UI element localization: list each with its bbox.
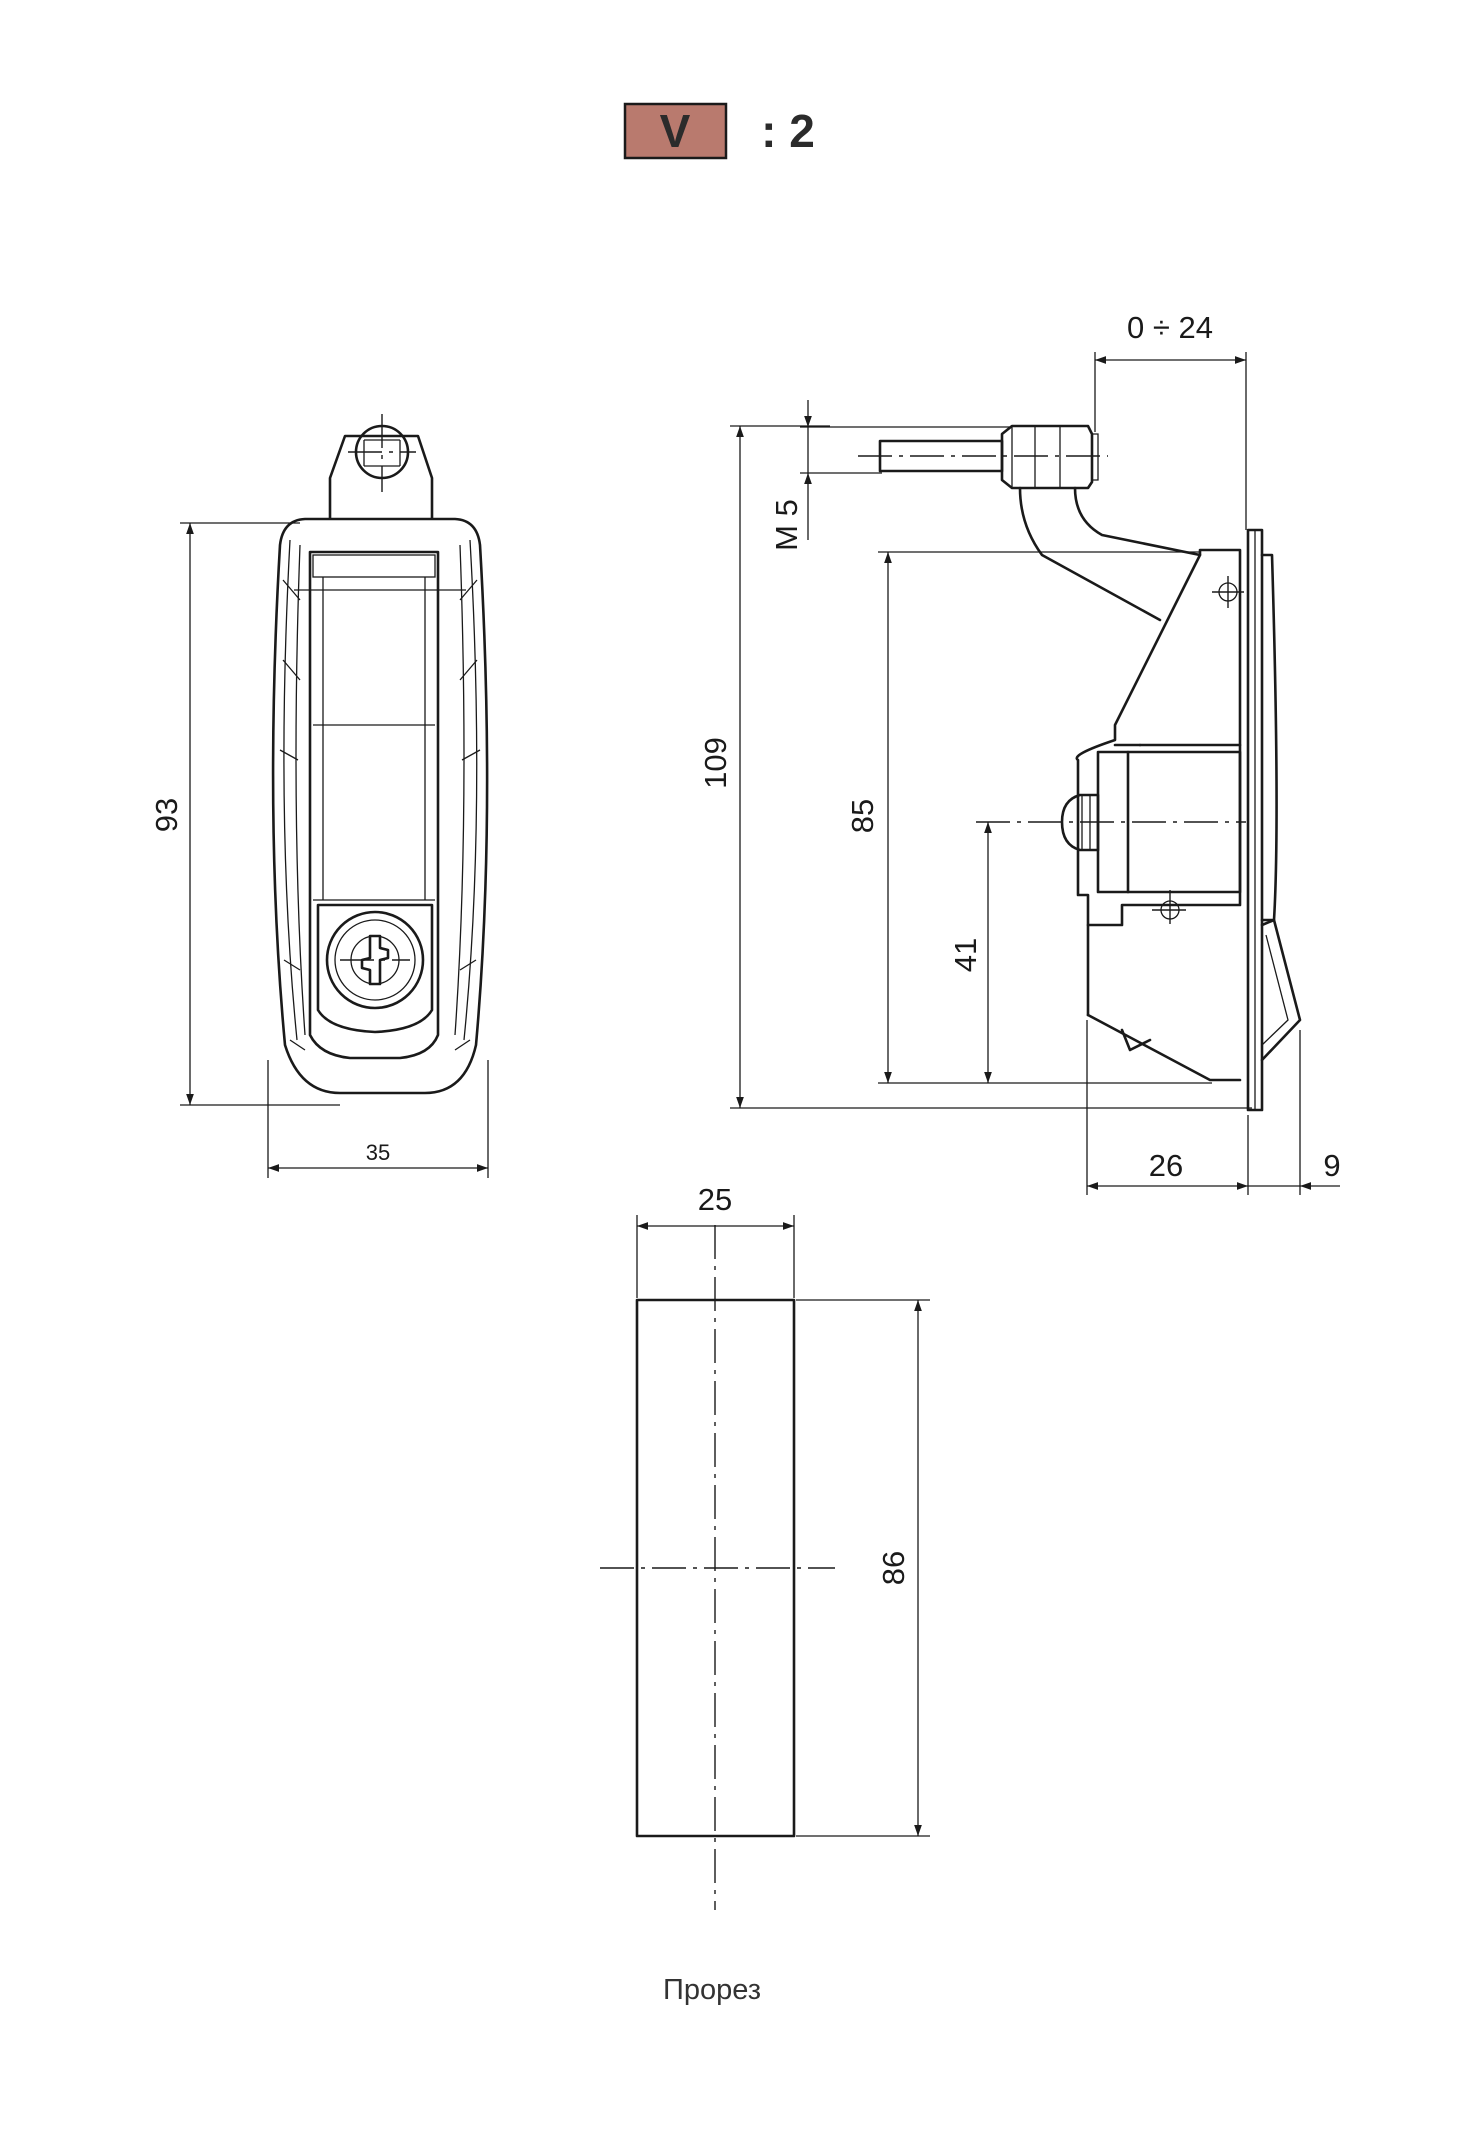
front-lock-cylinder xyxy=(325,910,425,1010)
dim-front-height: 93 xyxy=(149,798,184,832)
side-flange xyxy=(1246,528,1264,1112)
dim-height-85: 85 xyxy=(845,799,880,833)
dim-depth: 26 xyxy=(1149,1148,1183,1183)
side-cam-arm xyxy=(1018,486,1162,622)
side-view xyxy=(858,424,1302,1112)
dim-total-height: 109 xyxy=(698,737,733,789)
front-dimensions: 93 35 xyxy=(149,522,489,1178)
dim-thread-size: M 5 xyxy=(769,499,804,551)
cutout-caption: Прорез xyxy=(663,1974,761,2006)
side-dimensions: 0 ÷ 24 M 5 109 85 41 26 9 xyxy=(698,310,1341,1195)
grade-badge-label: V xyxy=(660,105,691,157)
dim-adjust-range: 0 ÷ 24 xyxy=(1127,310,1213,345)
front-lock-housing xyxy=(316,903,434,1034)
scale-header: V : 2 xyxy=(623,102,815,160)
grade-badge xyxy=(623,102,728,160)
front-housing xyxy=(271,517,489,1095)
dim-cutout-height: 86 xyxy=(876,1551,911,1585)
front-view xyxy=(271,414,489,1095)
side-nut xyxy=(1000,424,1094,490)
side-handle xyxy=(1260,918,1302,1062)
dim-handle-depth: 9 xyxy=(1323,1148,1340,1183)
side-lock-block xyxy=(1096,750,1242,894)
scale-label: : 2 xyxy=(761,105,815,157)
dim-height-41: 41 xyxy=(948,938,983,972)
cutout-view: 25 86 Прорез xyxy=(600,1182,930,2006)
front-handle xyxy=(308,550,440,1060)
dim-cutout-width: 25 xyxy=(698,1182,732,1217)
side-body xyxy=(1075,548,1242,927)
dim-front-width: 35 xyxy=(366,1140,390,1165)
